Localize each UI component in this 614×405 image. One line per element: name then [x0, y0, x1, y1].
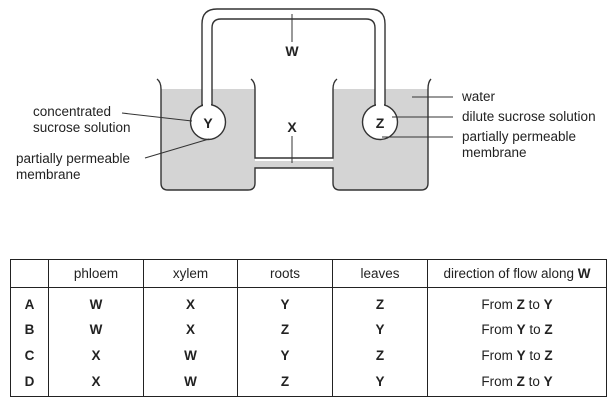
from-word: From: [481, 373, 513, 389]
left-solution-pointer: [121, 112, 193, 122]
direction-cell: From Y to Z: [427, 316, 607, 342]
dir-to: Y: [543, 296, 553, 312]
leaves-cell: Y: [332, 368, 428, 397]
from-word: From: [481, 296, 513, 312]
phloem-cell: W: [48, 287, 144, 316]
to-word: to: [529, 347, 541, 363]
table-row-c: C X W Y Z From Y to Z: [10, 342, 607, 368]
phloem-cell: X: [48, 368, 144, 397]
middle-chamber: [250, 78, 338, 159]
dir-to: Z: [544, 321, 553, 337]
roots-cell: Y: [237, 287, 333, 316]
xylem-cell: X: [143, 316, 238, 342]
xylem-cell: X: [143, 287, 238, 316]
dir-from: Y: [516, 321, 526, 337]
left-solution-line-2: sucrose solution: [33, 120, 131, 135]
xylem-cell: W: [143, 342, 238, 368]
right-membrane-line-1: partially permeable: [462, 129, 577, 144]
header-roots: roots: [237, 259, 333, 288]
row-key: C: [10, 342, 49, 368]
right-solution-label: dilute sucrose solution: [462, 109, 596, 124]
dir-from: Z: [516, 296, 525, 312]
row-key: A: [10, 287, 49, 316]
beaker-outline: [156, 78, 432, 191]
left-membrane-pointer: [144, 138, 210, 159]
leaves-cell: Z: [332, 342, 428, 368]
header-xylem: xylem: [143, 259, 238, 288]
dir-to: Y: [543, 373, 553, 389]
left-membrane-line-1: partially permeable: [16, 151, 131, 166]
phloem-cell: X: [48, 342, 144, 368]
row-key: D: [10, 368, 49, 397]
table-header-row: phloem xylem roots leaves direction of f…: [10, 259, 607, 288]
left-solution-line-1: concentrated: [33, 104, 112, 119]
to-word: to: [529, 321, 541, 337]
direction-cell: From Z to Y: [427, 368, 607, 397]
header-direction-bold: W: [577, 266, 591, 281]
row-key: B: [10, 316, 49, 342]
to-word: to: [528, 296, 540, 312]
left-membrane-label: partially permeable membrane: [16, 151, 130, 183]
tube-w-label: W: [285, 43, 299, 59]
left-solution-label: concentrated sucrose solution: [33, 104, 131, 136]
table-row-b: B W X Z Y From Y to Z: [10, 316, 607, 342]
direction-cell: From Z to Y: [427, 287, 607, 316]
right-membrane-line-2: membrane: [462, 145, 527, 160]
dir-to: Z: [544, 347, 553, 363]
header-leaves: leaves: [332, 259, 428, 288]
bulb-y-neck: [203, 100, 211, 109]
left-membrane-line-2: membrane: [16, 167, 81, 182]
channel-x-label: X: [287, 119, 297, 135]
roots-cell: Z: [237, 316, 333, 342]
table-row-d: D X W Z Y From Z to Y: [10, 368, 607, 397]
water-label: water: [462, 89, 496, 104]
phloem-cell: W: [48, 316, 144, 342]
bulb-z-label: Z: [375, 115, 385, 131]
xylem-cell: W: [143, 368, 238, 397]
roots-cell: Y: [237, 342, 333, 368]
to-word: to: [528, 373, 540, 389]
from-word: From: [481, 321, 513, 337]
direction-cell: From Y to Z: [427, 342, 607, 368]
table-row-a: A W X Y Z From Z to Y: [10, 287, 607, 316]
dir-from: Z: [516, 373, 525, 389]
roots-cell: Z: [237, 368, 333, 397]
header-blank: [10, 259, 49, 288]
dir-from: Y: [516, 347, 526, 363]
answer-options-table: phloem xylem roots leaves direction of f…: [10, 259, 607, 397]
from-word: From: [481, 347, 513, 363]
header-direction: direction of flow along W: [427, 259, 607, 288]
bulb-z-neck: [376, 100, 384, 109]
liquid-fill: [161, 89, 428, 190]
bulb-y-label: Y: [203, 115, 213, 131]
leaves-cell: Z: [332, 287, 428, 316]
leaves-cell: Y: [332, 316, 428, 342]
apparatus-drawing: [121, 8, 453, 191]
header-phloem: phloem: [48, 259, 144, 288]
right-membrane-label: partially permeable membrane: [462, 129, 576, 161]
osmosis-apparatus-diagram: W X Y Z concentrated sucrose solution pa…: [0, 0, 614, 200]
header-direction-text: direction of flow along: [443, 266, 578, 281]
